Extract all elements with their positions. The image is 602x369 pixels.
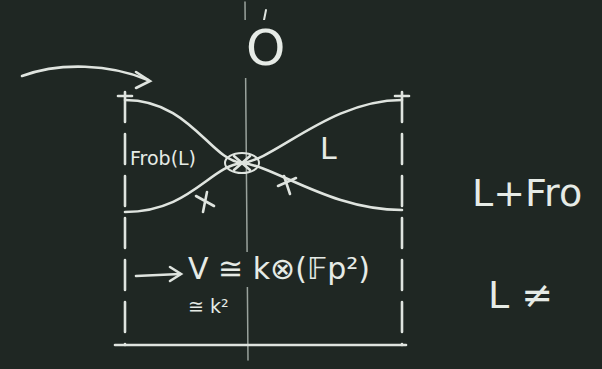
chalk-label: L ≠ — [486, 274, 555, 318]
tick — [264, 10, 266, 20]
circled-point — [225, 153, 259, 173]
chalk-label: V ≅ k⊗(𝔽p²) — [186, 252, 372, 287]
tick — [395, 95, 409, 98]
arrowhead — [170, 267, 181, 281]
tick-mark — [278, 176, 296, 194]
arrow-curve — [22, 67, 148, 80]
arrow-line — [136, 274, 180, 276]
base-line — [115, 344, 406, 347]
arrowhead — [136, 72, 150, 88]
chalk-label: Frob(L) — [128, 148, 198, 170]
chalk-strokes — [22, 2, 409, 360]
tick — [118, 95, 132, 98]
chalk-label: ≅ k² — [186, 296, 231, 318]
chalk-label: L — [318, 132, 339, 167]
tick-mark — [196, 192, 214, 212]
chalk-label: O — [244, 20, 287, 78]
right-dashed-line — [401, 92, 404, 345]
left-dashed-line — [124, 92, 127, 345]
cross-mark — [234, 156, 250, 170]
curve — [125, 100, 402, 212]
chalk-label: L+Fro — [470, 172, 584, 216]
